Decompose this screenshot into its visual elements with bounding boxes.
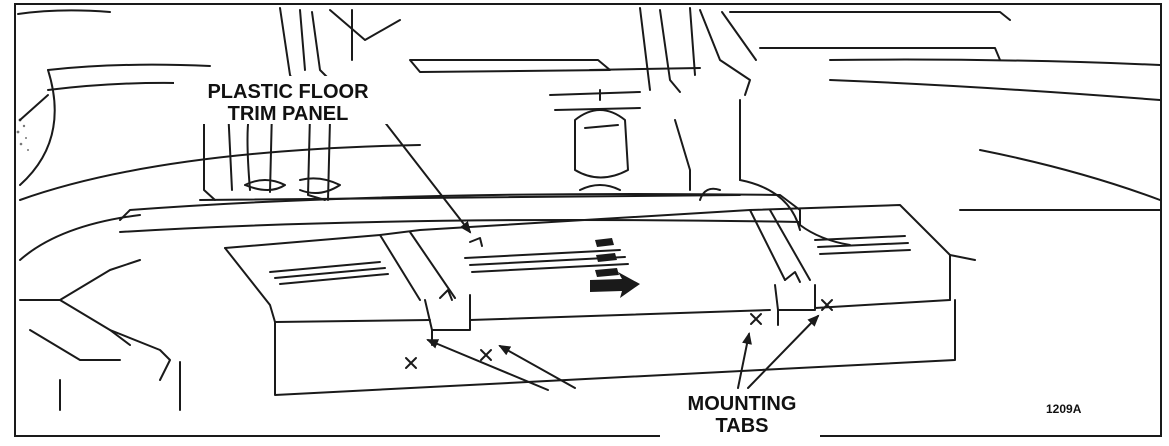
mounting-tabs-label-line2: TABS (716, 415, 769, 437)
callout-leaders (379, 115, 820, 391)
callout-backdrop-bottom (660, 390, 820, 438)
trim-panel-label-line2: TRIM PANEL (228, 103, 349, 125)
trim-panel-label-line1: PLASTIC FLOOR (207, 81, 369, 103)
figure-frame (14, 3, 1162, 437)
mounting-tab-marks (405, 299, 833, 369)
callout-backdrop (174, 76, 404, 124)
mounting-tabs-label-line1: MOUNTING (688, 393, 797, 415)
figure-id: 1209A (1046, 402, 1082, 416)
removal-direction-arrow (590, 238, 640, 298)
scan-speckle (16, 118, 29, 151)
floor-tunnel (119, 193, 851, 246)
floor-trim-panel (224, 204, 976, 396)
vehicle-floor-background (17, 9, 1161, 411)
